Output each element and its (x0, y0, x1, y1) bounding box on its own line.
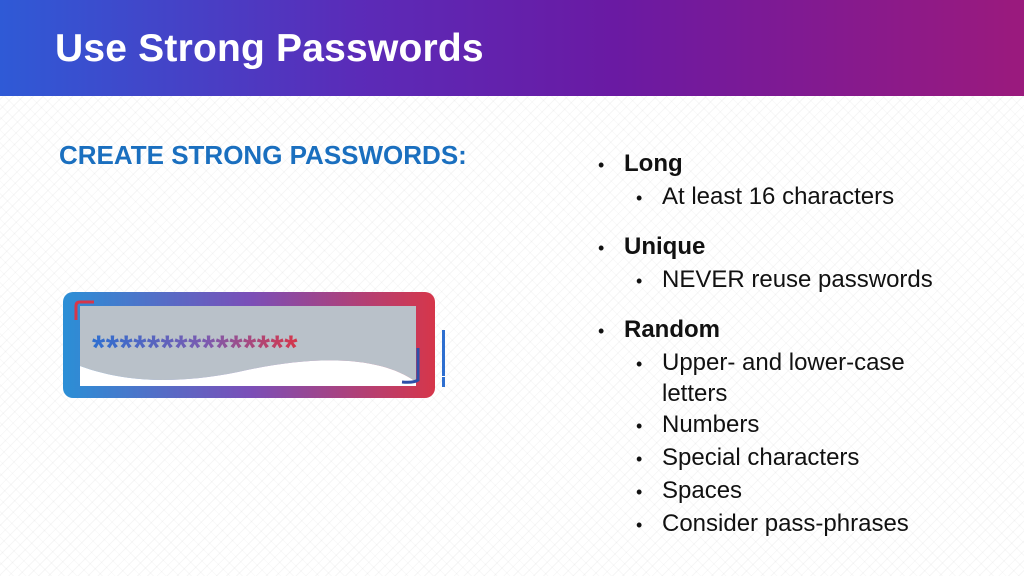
title-bar: Use Strong Passwords (0, 0, 1024, 96)
tip-detail: Upper- and lower-case letters (662, 349, 905, 407)
bullet-icon: • (598, 155, 605, 175)
bullet-icon: • (636, 416, 643, 436)
bullet-icon: • (636, 482, 643, 502)
tip-label: Unique (624, 233, 706, 260)
password-field-background (80, 306, 416, 382)
slide-title: Use Strong Passwords (55, 27, 484, 70)
tip-detail: Special characters (662, 444, 860, 471)
tip-detail: NEVER reuse passwords (662, 266, 933, 293)
tip-random: • Random • Upper- and lower-case letters •… (598, 314, 1018, 541)
bullet-icon: • (598, 321, 605, 341)
bullet-icon: • (636, 449, 643, 469)
bullet-icon: • (598, 238, 605, 258)
tip-unique: • Unique • NEVER reuse passwords (598, 231, 1018, 297)
section-heading: CREATE STRONG PASSWORDS: (59, 140, 467, 170)
tip-long: • Long • At least 16 characters (598, 148, 1018, 214)
tip-label: Random (624, 316, 720, 343)
bullet-icon: • (636, 515, 643, 535)
tip-detail: Consider pass-phrases (662, 510, 909, 537)
password-tips-list: • Long • At least 16 characters • Unique • N… (598, 148, 1018, 558)
bullet-icon: • (636, 354, 643, 374)
masked-password-text: *************** (92, 329, 298, 367)
bullet-icon: • (636, 188, 643, 208)
tip-detail: At least 16 characters (662, 183, 895, 210)
bullet-icon: • (636, 271, 643, 291)
tip-detail: Numbers (662, 411, 760, 438)
password-field-illustration: *************** (63, 292, 445, 398)
tip-detail: Spaces (662, 477, 743, 504)
tip-label: Long (624, 150, 683, 177)
